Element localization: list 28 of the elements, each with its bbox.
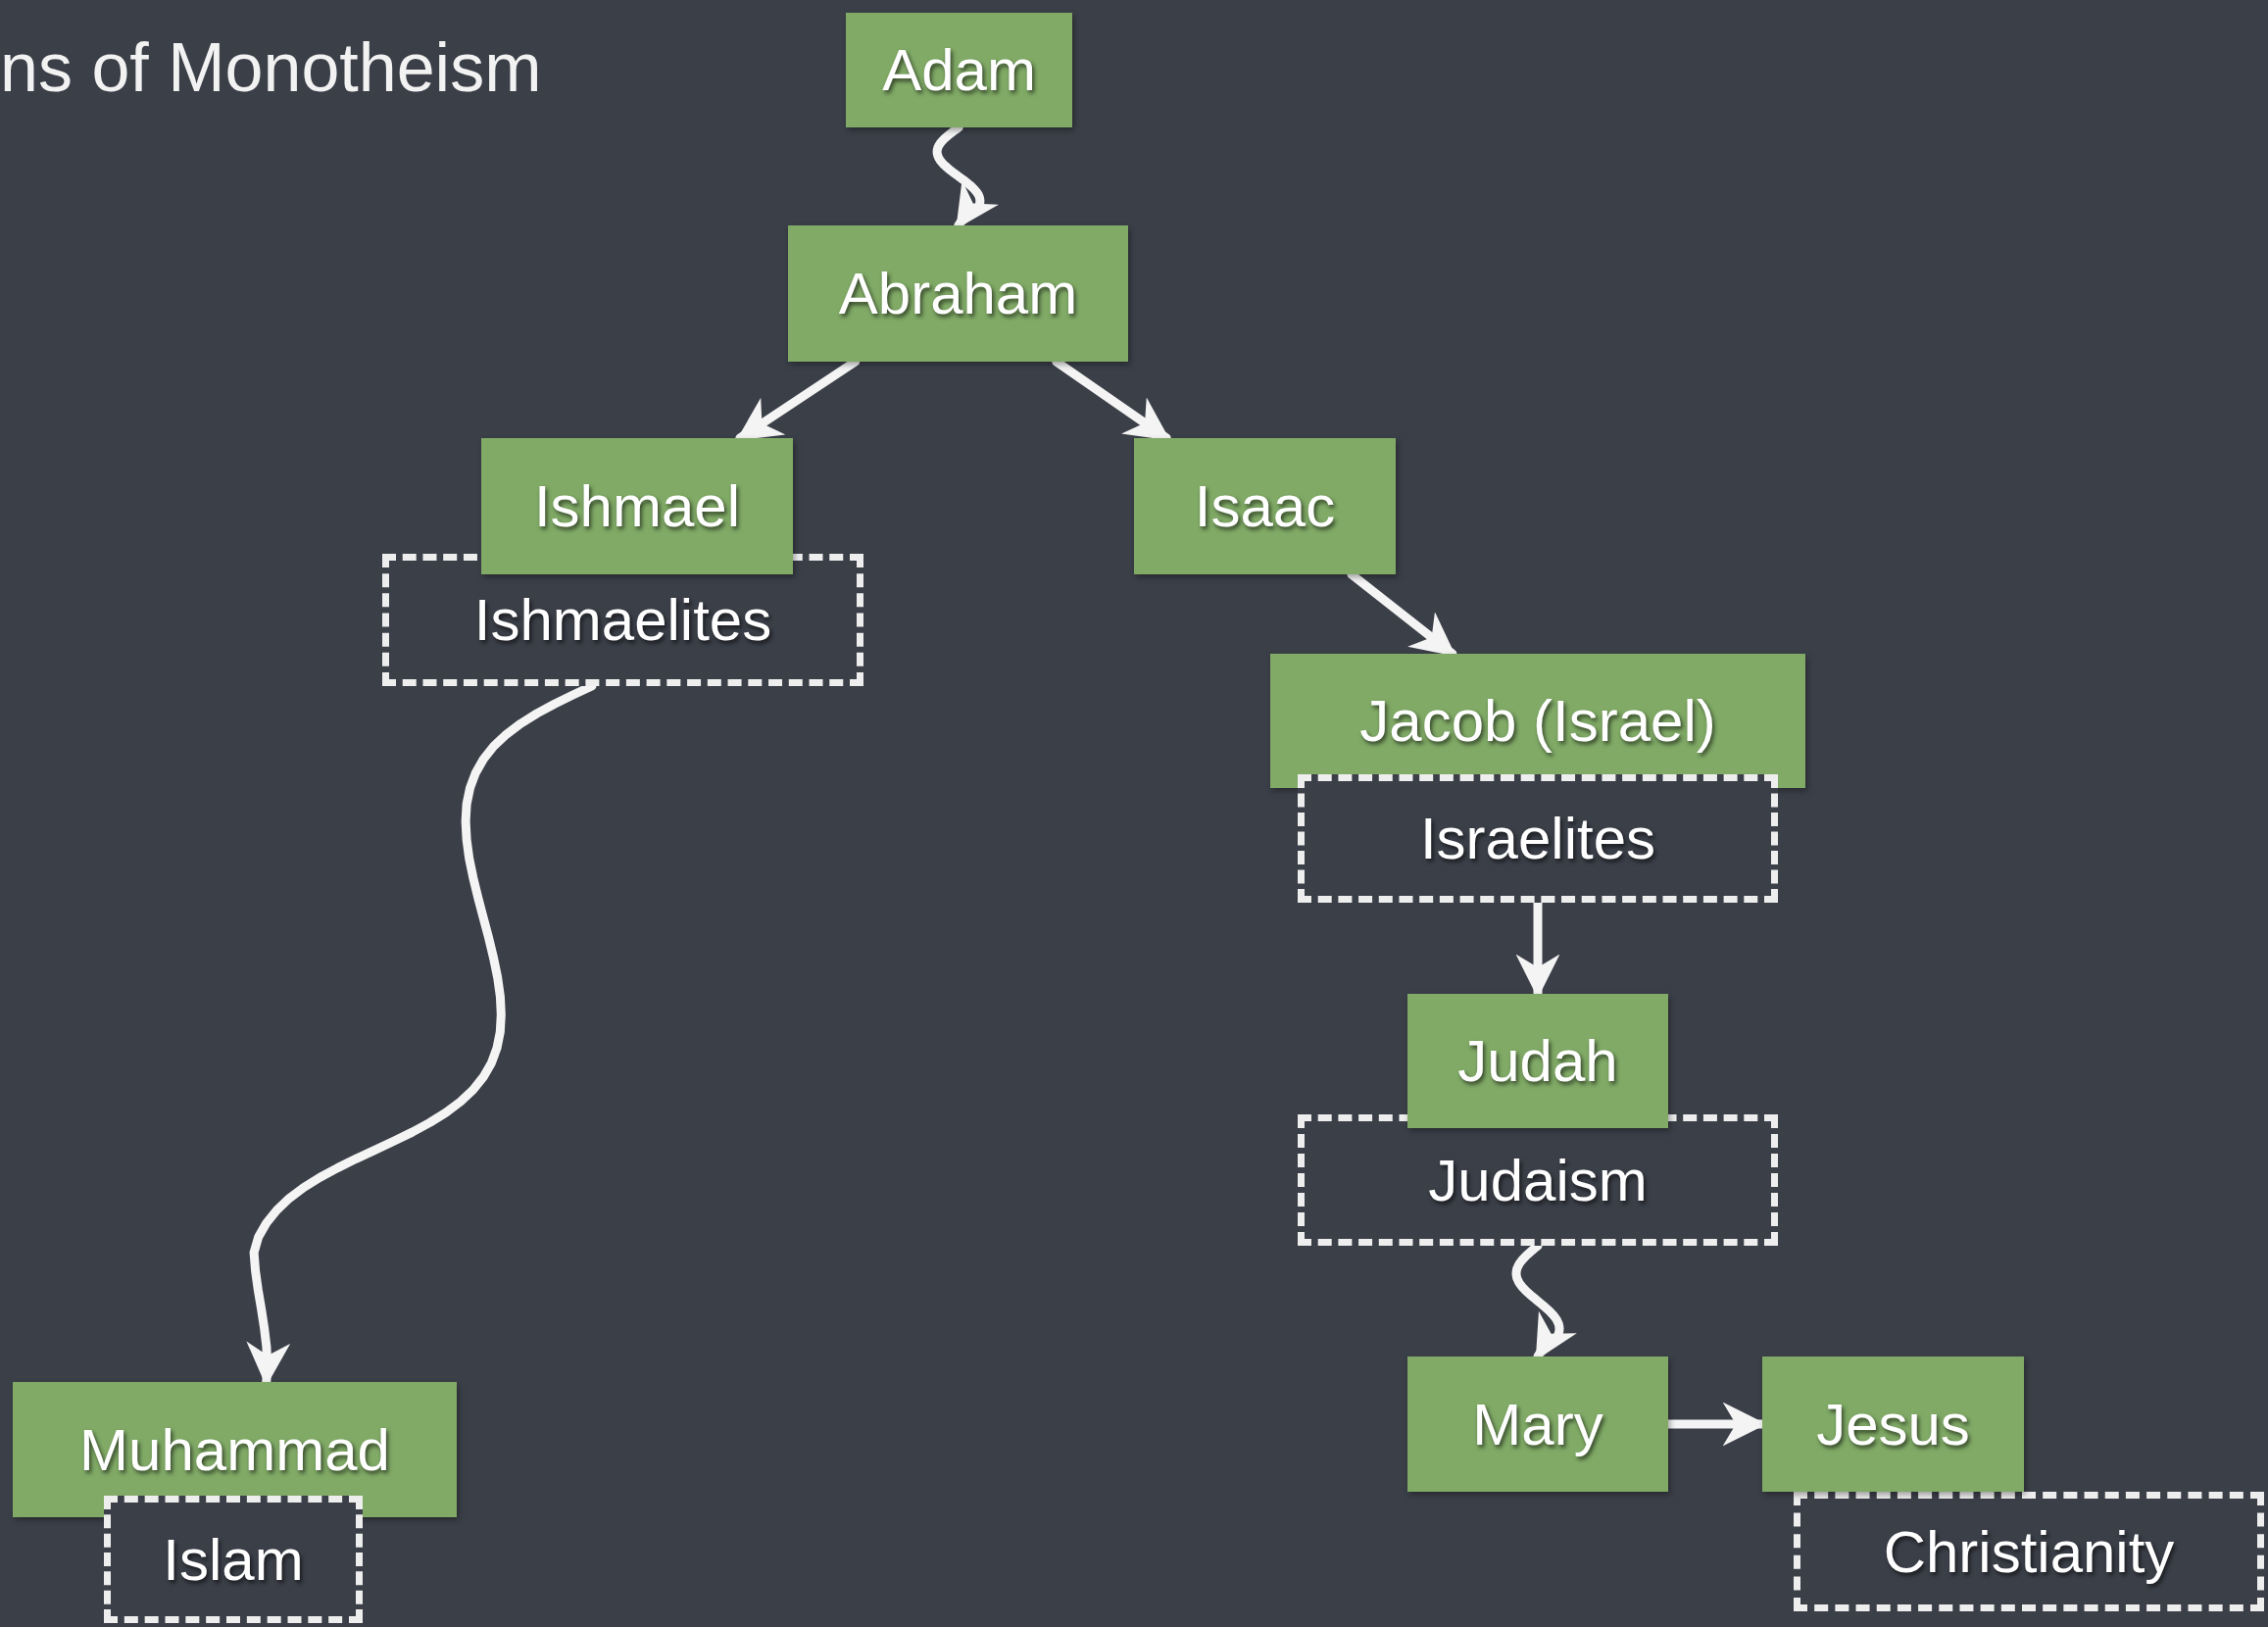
name-box	[1762, 1356, 2024, 1492]
name-box	[788, 225, 1128, 362]
name-box	[846, 13, 1072, 127]
title: ns of Monotheism	[0, 33, 542, 102]
node-label: Muhammad	[79, 1415, 390, 1485]
node-label: Jacob (Israel)	[1359, 687, 1716, 756]
node-label: Judah	[1457, 1027, 1618, 1096]
group-box	[1298, 1114, 1778, 1246]
group-box	[1298, 774, 1778, 903]
group-box	[1794, 1492, 2264, 1611]
node-label: Israelites	[1419, 805, 1656, 873]
name-box	[1407, 1356, 1668, 1492]
name-box	[481, 438, 793, 574]
node-label: Isaac	[1194, 472, 1336, 541]
node-label: Ishmael	[533, 472, 741, 541]
name-box	[1407, 994, 1668, 1128]
node-label: Ishmaelites	[473, 586, 772, 655]
node-label: Mary	[1472, 1390, 1603, 1459]
node-label: Judaism	[1428, 1146, 1648, 1215]
name-box	[13, 1382, 457, 1517]
node-label: Abraham	[838, 260, 1078, 328]
node-label: Jesus	[1816, 1390, 1970, 1459]
group-box	[104, 1496, 363, 1623]
node-label: Christianity	[1883, 1517, 2175, 1587]
node-label: Islam	[163, 1525, 304, 1595]
name-box	[1270, 654, 1805, 788]
name-box	[1134, 438, 1396, 574]
node-label: Adam	[882, 36, 1036, 105]
